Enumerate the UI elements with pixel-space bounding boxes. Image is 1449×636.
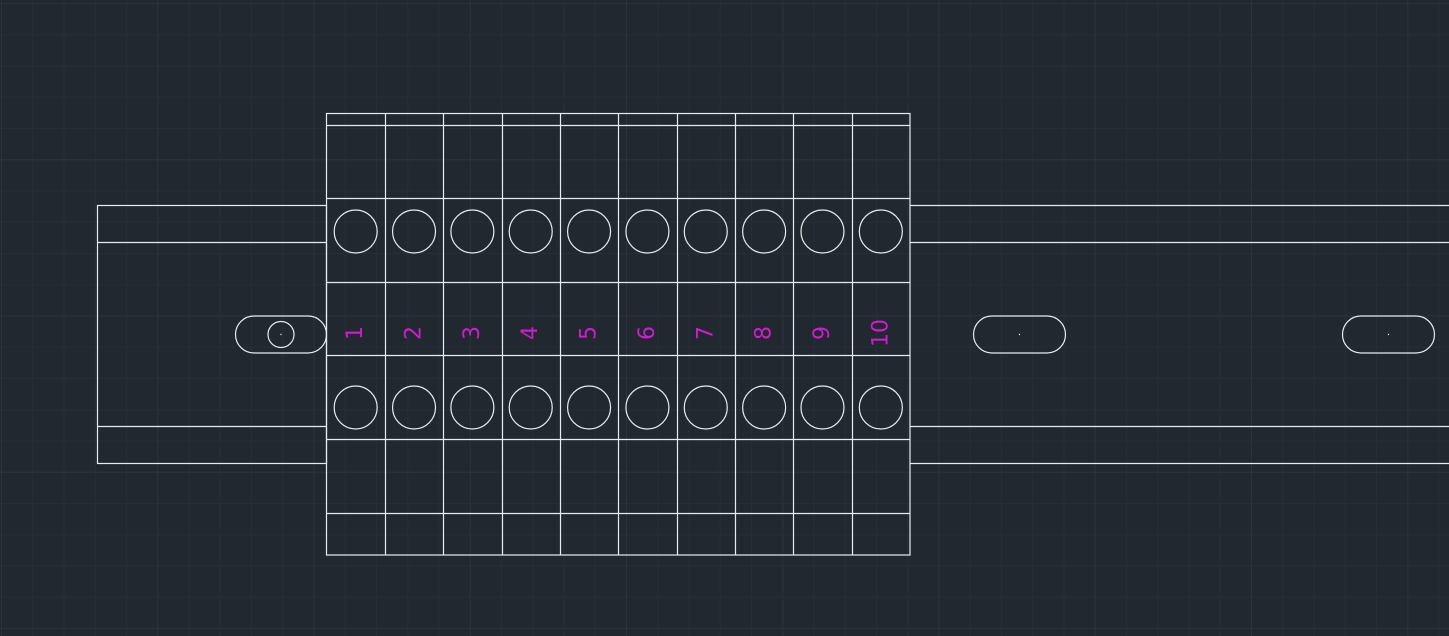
terminal-2: 2 bbox=[391, 209, 437, 430]
terminal-1: 1 bbox=[333, 209, 378, 430]
din-rail bbox=[96, 204, 1449, 465]
terminal-label: 8 bbox=[752, 326, 777, 340]
circle-icon bbox=[566, 209, 612, 254]
circle-icon bbox=[333, 385, 378, 430]
rail-slots bbox=[234, 315, 1436, 354]
terminal-4: 4 bbox=[508, 209, 553, 430]
screw-center-point bbox=[280, 333, 282, 336]
circle-icon bbox=[800, 385, 845, 430]
terminal-10: 10 bbox=[858, 209, 903, 430]
circle-icon bbox=[450, 385, 495, 430]
circle-icon bbox=[508, 385, 553, 430]
circle-icon bbox=[742, 385, 787, 430]
slot-icon bbox=[1341, 315, 1436, 354]
circle-icon bbox=[391, 209, 437, 254]
circle-icon bbox=[800, 209, 845, 254]
circle-icon bbox=[683, 385, 728, 430]
terminal-label: 3 bbox=[460, 326, 485, 340]
terminal-5: 5 bbox=[566, 209, 612, 430]
circle-icon bbox=[858, 209, 903, 254]
slot-center-point bbox=[1018, 333, 1021, 336]
circle-icon bbox=[508, 209, 553, 254]
circle-icon bbox=[391, 385, 437, 430]
terminal-label: 6 bbox=[635, 326, 660, 340]
circle-icon bbox=[625, 385, 670, 430]
terminal-8: 8 bbox=[742, 209, 787, 430]
terminal-label: 4 bbox=[518, 326, 543, 340]
slot-center-point bbox=[1387, 333, 1390, 336]
terminal-7: 7 bbox=[683, 209, 728, 430]
terminals: 1 2 3 4 5 6 7 8 9 10 bbox=[333, 209, 903, 430]
terminal-3: 3 bbox=[450, 209, 495, 430]
terminal-label: 10 bbox=[868, 319, 893, 347]
terminal-6: 6 bbox=[625, 209, 670, 430]
mounting-screw-icon bbox=[267, 320, 295, 349]
terminal-label: 7 bbox=[693, 326, 718, 340]
circle-icon bbox=[566, 385, 612, 430]
terminal-label: 9 bbox=[810, 326, 835, 340]
terminal-block bbox=[325, 112, 911, 556]
terminal-9: 9 bbox=[800, 209, 845, 430]
circle-icon bbox=[333, 209, 378, 254]
terminal-label: 1 bbox=[343, 326, 368, 340]
terminal-label: 5 bbox=[577, 326, 602, 340]
circle-icon bbox=[625, 209, 670, 254]
terminal-label: 2 bbox=[402, 326, 427, 340]
rail-left-outline bbox=[96, 204, 328, 465]
circle-icon bbox=[683, 209, 728, 254]
circle-icon bbox=[450, 209, 495, 254]
slot-icon bbox=[972, 315, 1067, 354]
circle-icon bbox=[742, 209, 787, 254]
circle-icon bbox=[858, 385, 903, 430]
